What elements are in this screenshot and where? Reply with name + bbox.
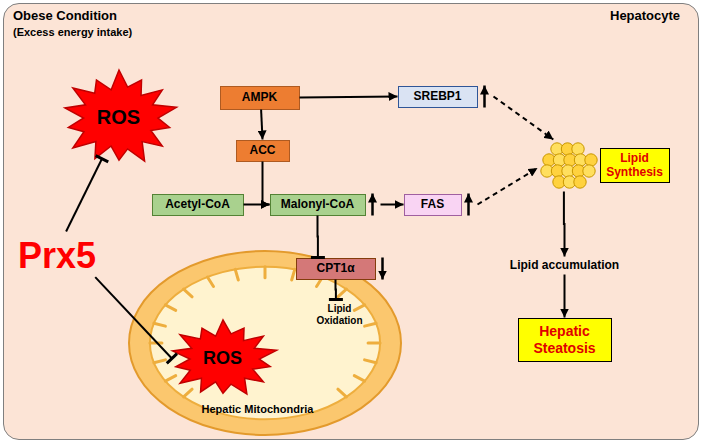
crista — [337, 389, 345, 397]
lipid-droplet-icon — [538, 141, 598, 191]
process-box: ACC — [236, 140, 290, 162]
increase-arrow — [467, 194, 470, 216]
inhibition-connector — [317, 216, 319, 258]
node-label: CPT1α — [316, 262, 354, 276]
crista — [235, 269, 238, 280]
process-box: SREBP1 — [398, 86, 478, 108]
crista — [354, 375, 364, 381]
metabolite-box: Malonyl-CoA — [270, 194, 366, 216]
lipid-droplet — [584, 153, 596, 165]
region-label: (Excess energy intake) — [13, 26, 132, 39]
crista — [165, 304, 175, 310]
crista — [183, 289, 191, 297]
crista — [291, 269, 294, 280]
crista — [263, 266, 266, 277]
lipid-droplet — [571, 142, 583, 154]
node-label: ROS — [97, 106, 140, 129]
ros-burst: ROS — [168, 320, 278, 398]
node-label: Malonyl-CoA — [281, 198, 354, 212]
process-box: FAS — [404, 194, 462, 216]
arrow-connector — [381, 204, 404, 206]
enzyme-box: CPT1α — [296, 258, 376, 280]
node-label: Hepatic Mitochondria — [202, 403, 314, 416]
decrease-arrow — [381, 258, 384, 280]
crista — [149, 341, 161, 344]
process-box: AMPK — [220, 86, 300, 110]
node-label: AMPK — [242, 91, 277, 105]
node-label: Lipid accumulation — [510, 259, 619, 273]
crista — [364, 359, 376, 362]
region-label: Obese Condition — [13, 9, 117, 24]
crista — [207, 276, 213, 286]
burst-outline — [172, 320, 276, 394]
arrow-connector — [263, 162, 270, 205]
node-label: ACC — [250, 144, 276, 158]
node-label: Lipid Synthesis — [600, 148, 670, 184]
crista — [153, 359, 165, 362]
crista — [337, 289, 345, 297]
metabolite-box: Acetyl-CoA — [152, 194, 244, 216]
increase-arrow — [483, 86, 486, 108]
arrow-connector — [564, 275, 566, 318]
node-label: Prx5 — [18, 235, 96, 276]
arrow-connector — [244, 204, 270, 206]
increase-arrow — [371, 194, 374, 216]
crista — [368, 341, 380, 344]
process-text: Lipid Oxidation — [304, 300, 376, 330]
ros-burst: ROS — [60, 70, 178, 166]
arrow-connector — [300, 97, 398, 98]
node-label: SREBP1 — [413, 90, 461, 104]
node-label: Lipid Oxidation — [310, 303, 370, 326]
protein-label: Prx5 — [12, 232, 103, 280]
hepatocyte-cell: Obese Condition (Excess energy intake) Hep… — [3, 3, 699, 440]
arrow-connector — [563, 192, 566, 257]
node-label: Hepatic Steatosis — [525, 323, 605, 355]
inhibition-connector — [66, 159, 102, 232]
node-label: Acetyl-CoA — [165, 198, 230, 212]
arrow-connector — [261, 110, 262, 140]
crista — [183, 389, 191, 397]
inner-membrane — [149, 266, 379, 419]
node-label: FAS — [421, 198, 444, 212]
lipid-droplet — [582, 164, 594, 176]
outcome-text: Lipid accumulation — [500, 257, 630, 275]
lipid-droplet: Lipid Synthesis — [538, 140, 670, 192]
crista — [364, 323, 376, 326]
lipid-droplet — [573, 175, 585, 187]
arrow-connector — [478, 168, 538, 204]
region-label: Hepatocyte — [610, 9, 680, 24]
outcome-box: Hepatic Steatosis — [518, 318, 612, 362]
burst-outline — [64, 70, 176, 161]
crista — [354, 304, 364, 310]
arrow-connector — [494, 97, 554, 140]
crista — [153, 323, 165, 326]
node-label: ROS — [203, 348, 242, 369]
crista — [165, 375, 175, 381]
outer-membrane — [129, 251, 401, 435]
